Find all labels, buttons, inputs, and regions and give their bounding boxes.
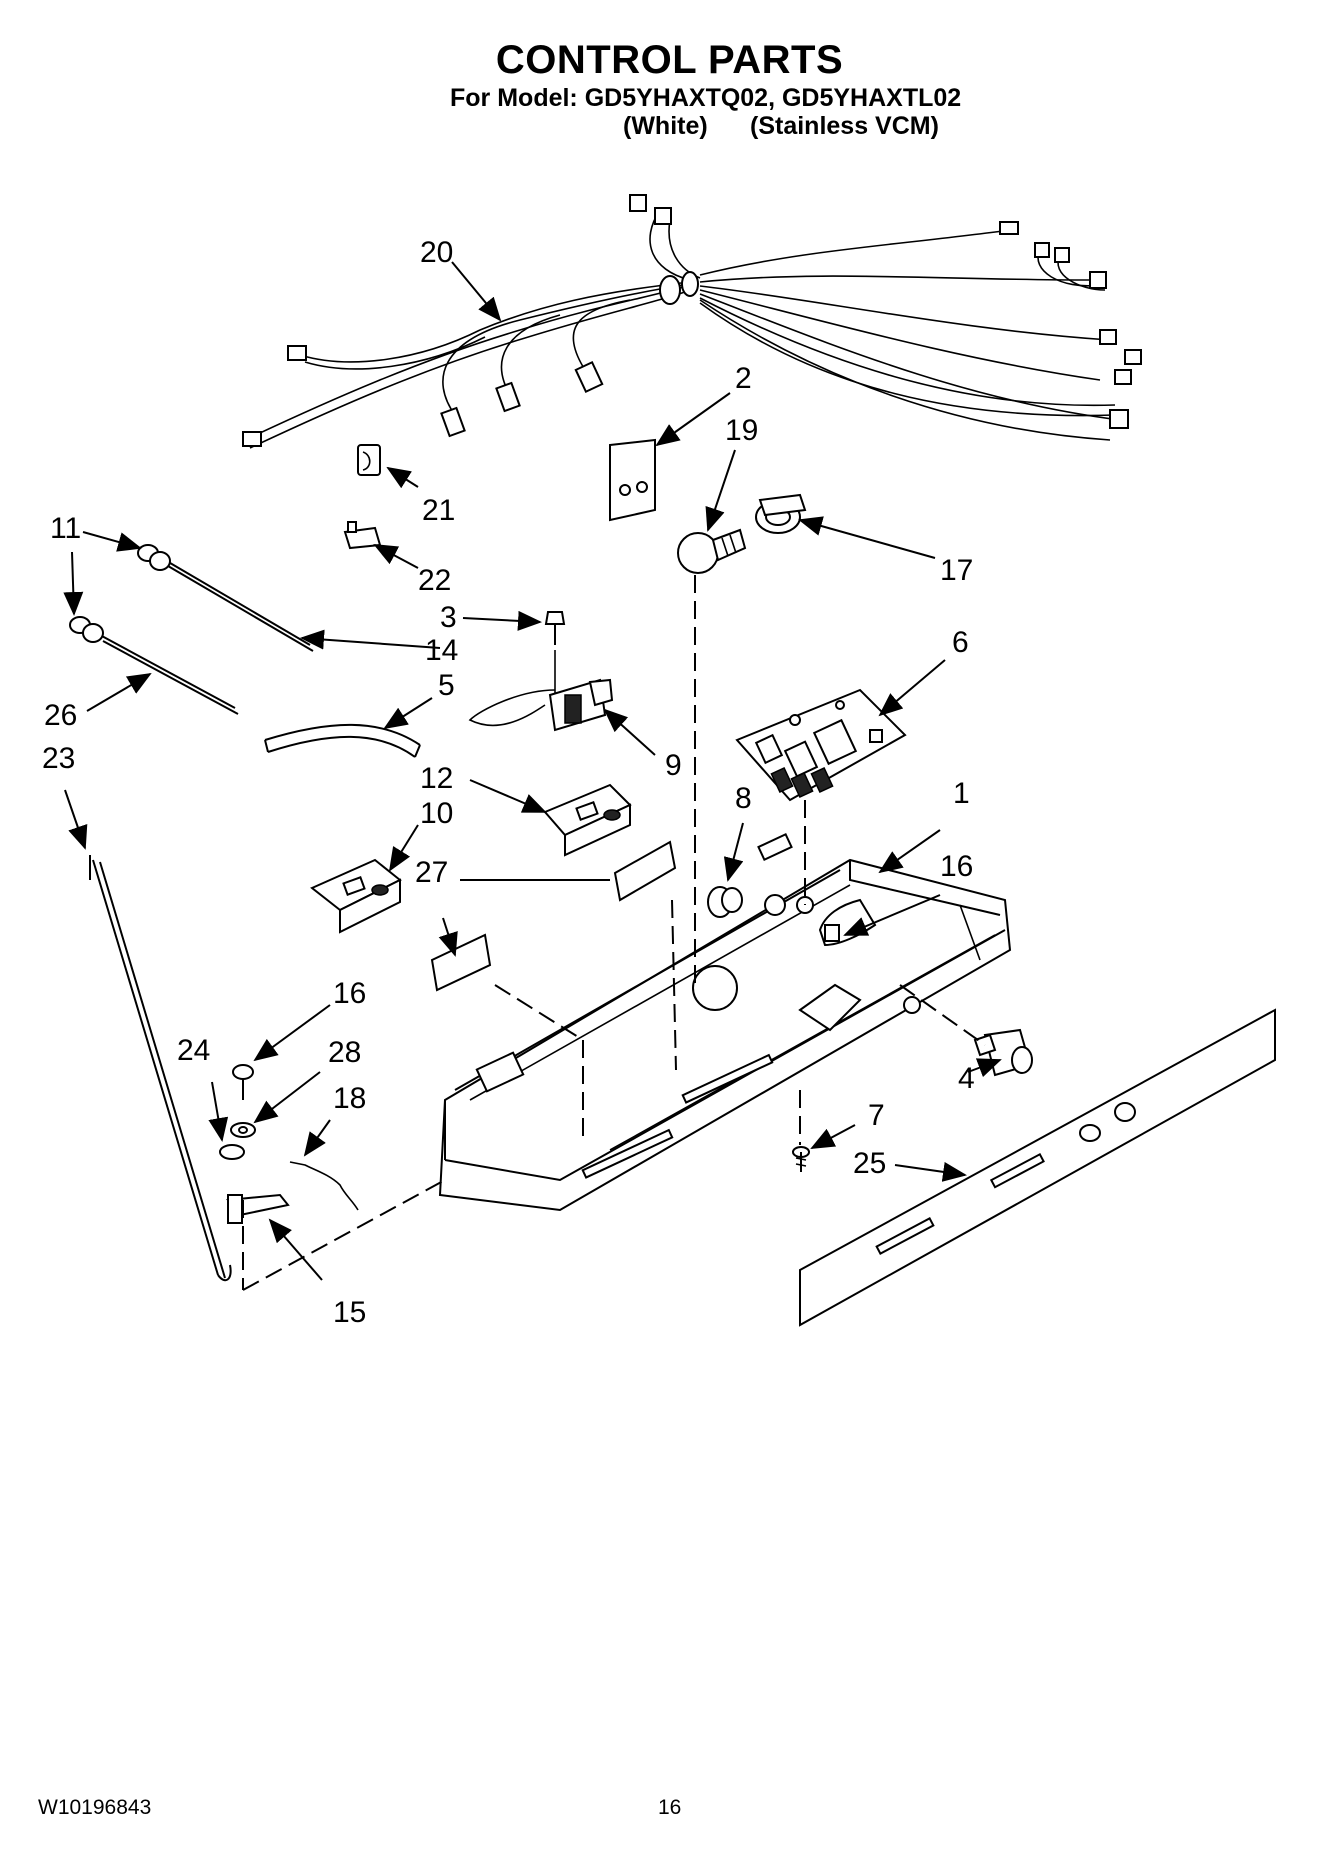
- callout-27: 27: [415, 856, 448, 889]
- switch-part-9: [468, 650, 614, 732]
- callout-12: 12: [420, 762, 453, 795]
- leader-lines: [63, 261, 1002, 1281]
- switch-part-4: [973, 1028, 1033, 1077]
- callout-15: 15: [333, 1296, 366, 1329]
- callout-14: 14: [425, 634, 458, 667]
- callout-3: 3: [440, 601, 457, 634]
- callout-17: 17: [940, 554, 973, 587]
- cap-part-11: [69, 544, 171, 643]
- trim-strip-part-25: [799, 1008, 1276, 1327]
- callout-28: 28: [328, 1036, 361, 1069]
- callout-16-lower: 16: [333, 977, 366, 1010]
- tube-part-26: [99, 634, 239, 715]
- callout-9: 9: [665, 749, 682, 782]
- callout-25: 25: [853, 1147, 886, 1180]
- wire-harness-part-20: [242, 194, 1142, 449]
- screw-part-16-lower: [232, 1064, 254, 1100]
- callout-4: 4: [958, 1062, 975, 1095]
- rod-part-23: [89, 855, 232, 1282]
- tube-part-14: [164, 559, 314, 652]
- spring-part-18: [289, 1161, 359, 1211]
- callout-23: 23: [42, 742, 75, 775]
- callout-26: 26: [44, 699, 77, 732]
- callout-10: 10: [420, 797, 453, 830]
- variant-stainless: (Stainless VCM): [750, 112, 939, 140]
- hose-part-5: [264, 723, 421, 758]
- washer-part-28: [230, 1122, 256, 1138]
- grommet-part-8: [707, 886, 743, 918]
- bracket-part-10: [310, 858, 402, 934]
- light-bulb-part-19: [677, 528, 747, 574]
- clip-part-22: [343, 521, 382, 550]
- callout-6: 6: [952, 626, 969, 659]
- callout-2: 2: [735, 362, 752, 395]
- screw-part-3: [544, 611, 566, 645]
- label-part-27: [430, 840, 677, 992]
- document-number: W10196843: [38, 1796, 152, 1819]
- control-board-part-6: [735, 688, 907, 802]
- assembly-lines: [242, 575, 986, 1291]
- washer-part-24: [219, 1144, 245, 1160]
- callout-22: 22: [418, 564, 451, 597]
- callout-7: 7: [868, 1099, 885, 1132]
- callout-11: 11: [50, 512, 81, 545]
- callout-24: 24: [177, 1034, 210, 1067]
- bracket-part-12: [543, 783, 632, 857]
- callout-21: 21: [422, 494, 455, 527]
- callout-19: 19: [725, 414, 758, 447]
- screw-part-7: [792, 1146, 810, 1172]
- callout-5: 5: [438, 669, 455, 702]
- page-title: CONTROL PARTS: [495, 38, 844, 82]
- model-line: For Model: GD5YHAXTQ02, GD5YHAXTL02: [450, 84, 962, 112]
- callout-labels: 20 2 19 21 17 11 22 3 14 6 5 26 23 9 12 …: [42, 236, 975, 1329]
- lamp-socket-part-17: [755, 493, 807, 534]
- callout-8: 8: [735, 782, 752, 815]
- callout-1: 1: [953, 777, 970, 810]
- callout-20: 20: [420, 236, 453, 269]
- callout-18: 18: [333, 1082, 366, 1115]
- bracket-part-15: [226, 1193, 290, 1224]
- page-number: 16: [658, 1796, 682, 1819]
- pad-part-2: [609, 438, 656, 522]
- clip-part-21: [357, 444, 381, 476]
- variant-white: (White): [623, 112, 708, 140]
- callout-16-upper: 16: [940, 850, 973, 883]
